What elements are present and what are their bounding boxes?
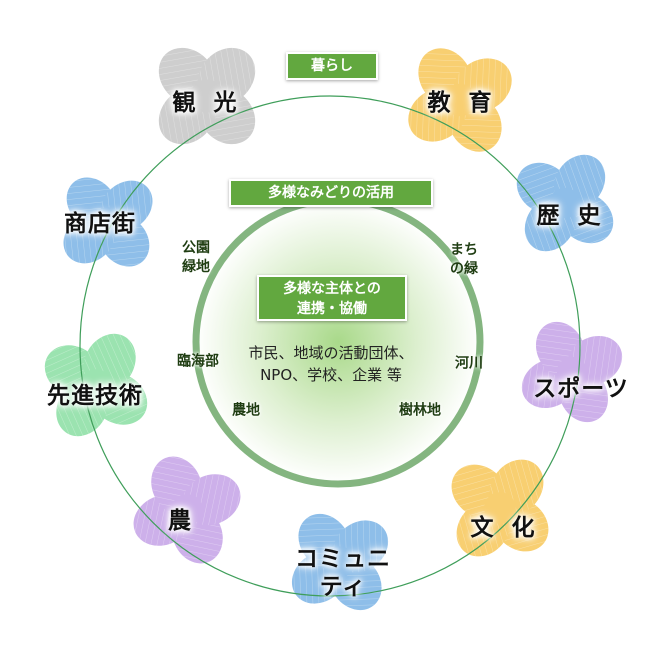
flower-advanced-tech: [44, 333, 148, 437]
petal-label-advanced-tech: 先進技術: [47, 383, 143, 409]
petal-label-culture: 文 化: [470, 515, 540, 541]
banner-collaboration-line2: 連携・協働: [297, 301, 367, 317]
flower-culture: [451, 459, 549, 557]
green-label-farmland: 農地: [232, 402, 260, 419]
flower-shopping-street: [63, 177, 153, 267]
banner-collaboration-line1: 多様な主体との: [283, 281, 381, 297]
green-label-park-line1: 公園: [182, 240, 210, 256]
flower-center-agriculture: [171, 494, 203, 526]
actors-line2: NPO、学校、企業 等: [260, 366, 402, 384]
banner-green-use: 多様なみどりの活用: [229, 179, 433, 207]
flower-history: [516, 154, 614, 252]
flower-tourism: [158, 47, 256, 145]
petal-label-education: 教 育: [427, 90, 497, 116]
green-label-town-line1: まち: [450, 242, 478, 258]
flower-education: [408, 48, 512, 152]
green-label-town: まち の緑: [450, 241, 478, 279]
flower-center-shopping-street: [93, 207, 123, 237]
petal-label-community-line1: コミュニ: [295, 546, 391, 572]
flower-community: [291, 513, 389, 611]
petal-label-tourism: 観 光: [172, 90, 242, 116]
outer-ring: [79, 95, 581, 597]
petal-label-shopping-street: 商店街: [64, 211, 136, 237]
green-label-river: 河川: [455, 355, 483, 372]
petal-label-community-line2: ティ: [319, 574, 367, 600]
flower-center-culture: [484, 492, 516, 524]
banner-collaboration: 多様な主体との 連携・協働: [257, 275, 407, 321]
flower-sports: [521, 321, 623, 423]
banner-living: 暮らし: [286, 52, 378, 80]
actors-text: 市民、地域の活動団体、 NPO、学校、企業 等: [248, 342, 413, 386]
actors-line1: 市民、地域の活動団体、: [248, 344, 414, 362]
green-label-park: 公園 緑地: [182, 239, 210, 277]
green-label-park-line2: 緑地: [182, 259, 210, 275]
petal-layer: [44, 47, 623, 611]
flower-center-education: [443, 83, 477, 117]
petal-label-sports: スポーツ: [533, 376, 629, 402]
flower-center-tourism: [190, 79, 224, 113]
green-label-coast: 臨海部: [177, 353, 219, 370]
flower-center-history: [549, 187, 581, 219]
petal-label-history: 歴 史: [536, 203, 606, 229]
green-label-town-line2: の緑: [450, 261, 478, 277]
flower-agriculture: [133, 456, 241, 564]
petal-label-agriculture: 農: [168, 508, 196, 534]
petal-label-community: コミュニ ティ: [295, 545, 391, 601]
green-label-forest: 樹林地: [399, 402, 441, 419]
flower-center-advanced-tech: [80, 369, 112, 401]
flower-center-community: [324, 546, 356, 578]
